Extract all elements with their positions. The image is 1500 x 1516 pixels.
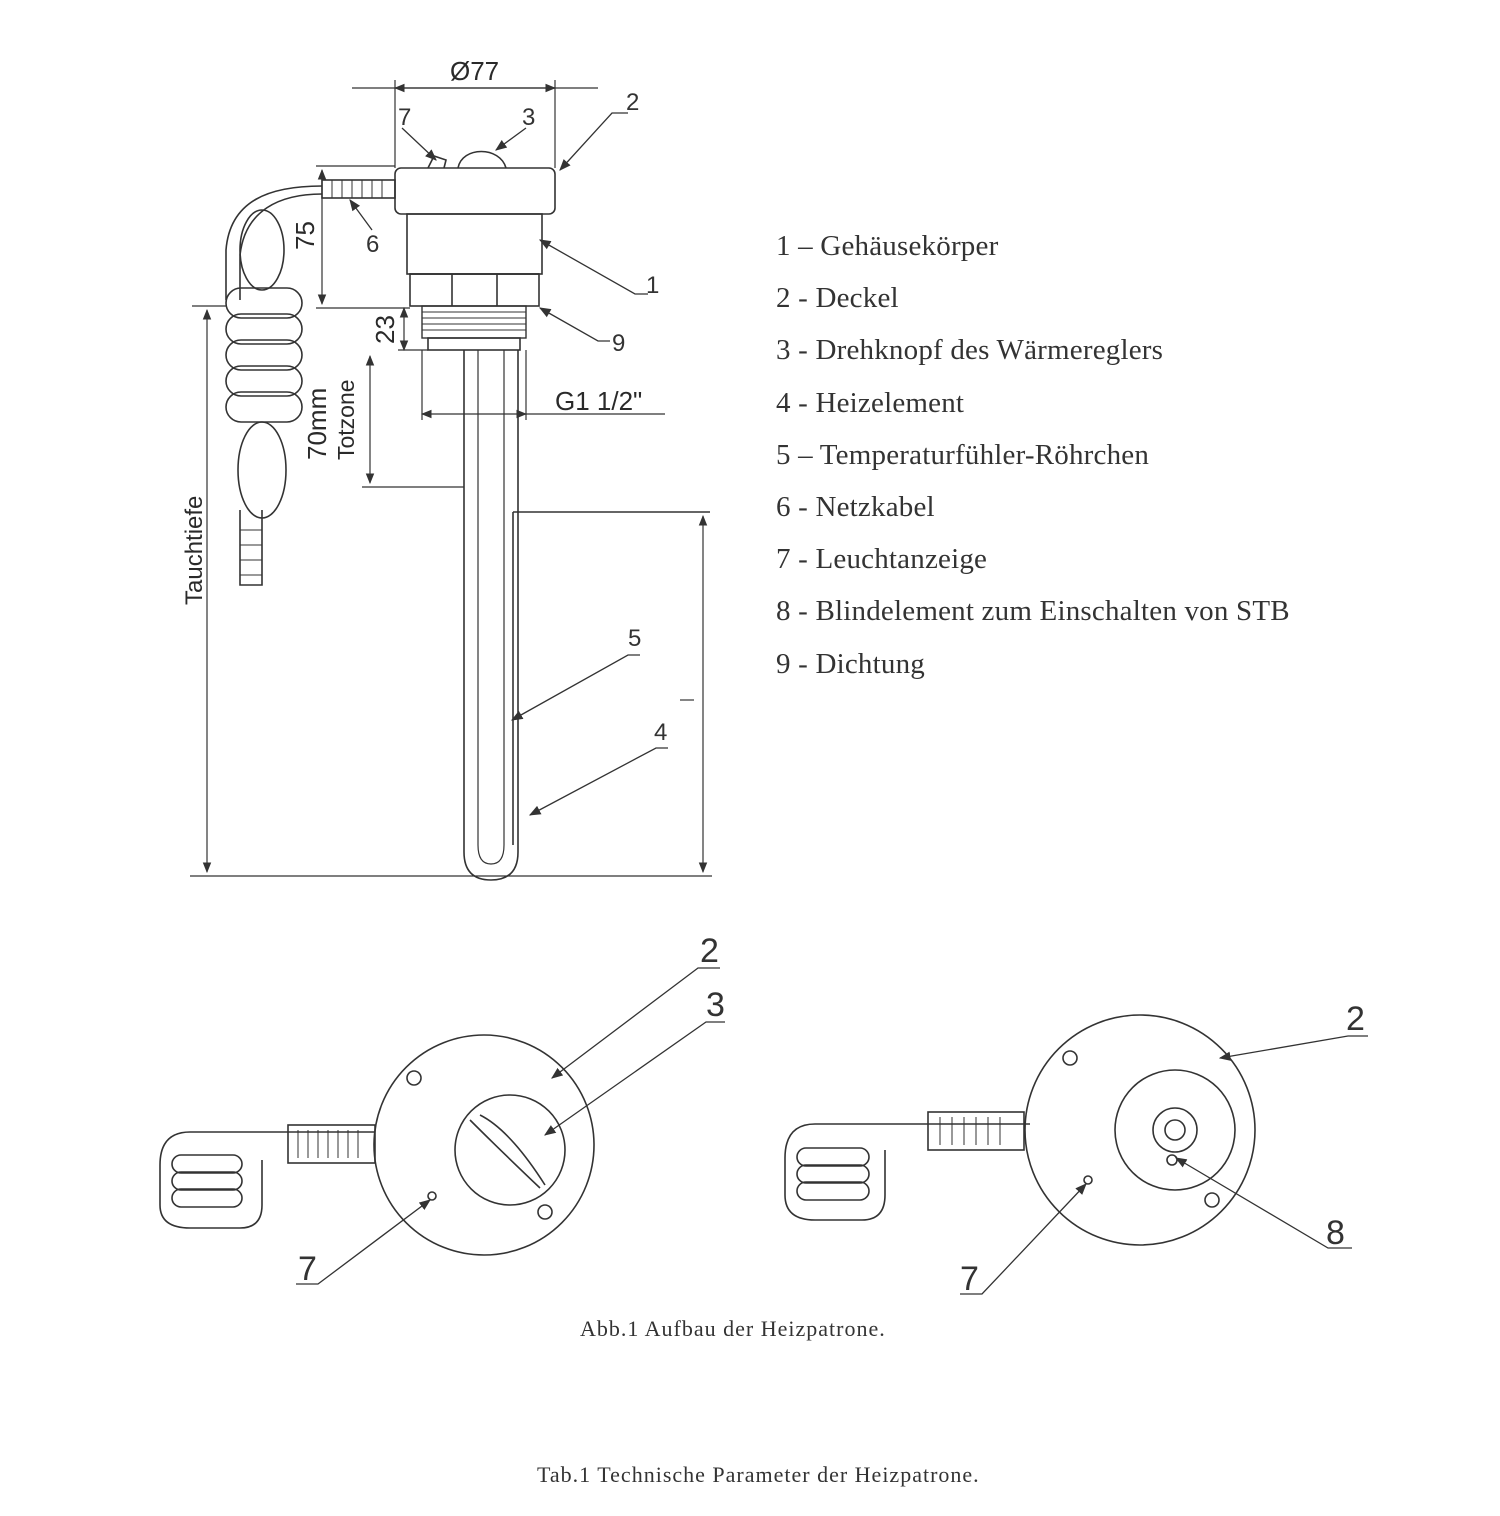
knob-left [454,1094,566,1206]
legend-item-7: 7 - Leuchtanzeige [776,543,988,576]
screw-left-2 [537,1204,553,1220]
front-view-right [784,1014,1256,1246]
center-hole-right [1164,1119,1186,1141]
thread [421,305,527,339]
figure-caption: Abb.1 Aufbau der Heizpatrone. [580,1316,886,1341]
heating-element [463,350,519,881]
callouts-left: 2 3 7 [298,932,725,1288]
dim-height-75: 75 [290,221,320,250]
knob-top [457,150,507,169]
screw-left-1 [406,1070,422,1086]
legend-item-1: 1 – Gehäusekörper [776,230,999,262]
cable-loop-bottom [237,421,287,519]
legend-item-3: 3 - Drehknopf des Wärmereglers [776,334,1164,367]
callout-2-side: 2 [626,89,639,116]
callout-9-side: 9 [612,330,625,357]
indicator-left [427,1191,437,1201]
cover-outline [394,167,556,215]
cable-strain-relief [321,179,396,199]
callout-5-side: 5 [628,625,641,652]
dimension-texts: Ø77 75 23 70mm Totzone G1 1/2" Tauchtief… [181,56,642,605]
dim-dead-zone-label: Totzone [333,379,359,460]
screw-right-2 [1204,1192,1220,1208]
front-view-left [159,1034,595,1256]
legend-item-9: 9 - Dichtung [776,647,925,680]
table-caption: Tab.1 Technische Parameter der Heizpatro… [537,1462,980,1487]
cable-end-ribs [240,529,262,576]
cable-end [239,510,263,586]
callouts-side: 7 3 2 6 1 9 5 4 [366,89,667,746]
callout-6-side: 6 [366,231,379,258]
parts-legend: 1 – Gehäusekörper 2 - Deckel 3 - Drehkno… [776,226,1290,696]
inner-ring-right [1114,1069,1236,1191]
screw-right-1 [1062,1050,1078,1066]
cable-coil-right [784,1123,1030,1221]
callout-2-right: 2 [1346,1000,1365,1038]
strain-relief-left-ribs [297,1130,359,1158]
callout-3-left: 3 [706,986,725,1024]
callout-4-side: 4 [654,719,667,746]
dim-dead-zone-value: 70mm [302,388,332,460]
cover-circle-left [373,1034,595,1256]
dim-height-23: 23 [370,315,400,344]
legend-item-5: 5 – Temperaturfühler-Röhrchen [776,438,1150,471]
center-boss-right [1152,1107,1198,1153]
side-view [225,150,710,881]
cable-coil [225,287,303,423]
indicator-right [1083,1175,1093,1185]
legend-item-2: 2 - Deckel [776,282,899,315]
cable-loop-top [239,209,285,291]
callout-7-right: 7 [960,1260,979,1298]
dimension-lines [190,80,712,877]
heating-element-inner [477,350,505,865]
thread-base [427,337,521,351]
legend-item-8: 8 - Blindelement zum Einschalten von STB [776,595,1290,628]
housing-body [406,213,543,275]
cover-circle-right [1024,1014,1256,1246]
leader-lines-left [296,967,725,1285]
callout-1-side: 1 [646,272,659,299]
callout-3-side: 3 [522,104,535,131]
cable-coil-left [159,1131,375,1229]
callouts-right: 2 8 7 [960,1000,1365,1298]
blind-element [1166,1154,1178,1166]
knob-grip-left [469,1114,546,1189]
legend-item-4: 4 - Heizelement [776,386,965,419]
strain-relief-right [927,1111,1025,1151]
strain-relief-left [287,1124,376,1164]
dim-thread: G1 1/2" [555,386,642,416]
dim-diameter: Ø77 [450,56,499,86]
legend-item-6: 6 - Netzkabel [776,490,935,523]
indicator-top [427,155,447,169]
thread-hatch [422,311,526,331]
strain-relief-right-ribs [939,1117,1001,1145]
leader-lines-right [960,1035,1368,1295]
dim-immersion-depth: Tauchtiefe [181,496,208,605]
callout-7-left: 7 [298,1250,317,1288]
cable-bend [225,185,323,300]
callout-8-right: 8 [1326,1214,1345,1252]
cable-strain-ribs [331,180,383,198]
callout-2-left: 2 [700,932,719,970]
leader-lines-side [349,112,668,816]
hex-nut [409,273,540,307]
callout-7-side: 7 [398,104,411,131]
